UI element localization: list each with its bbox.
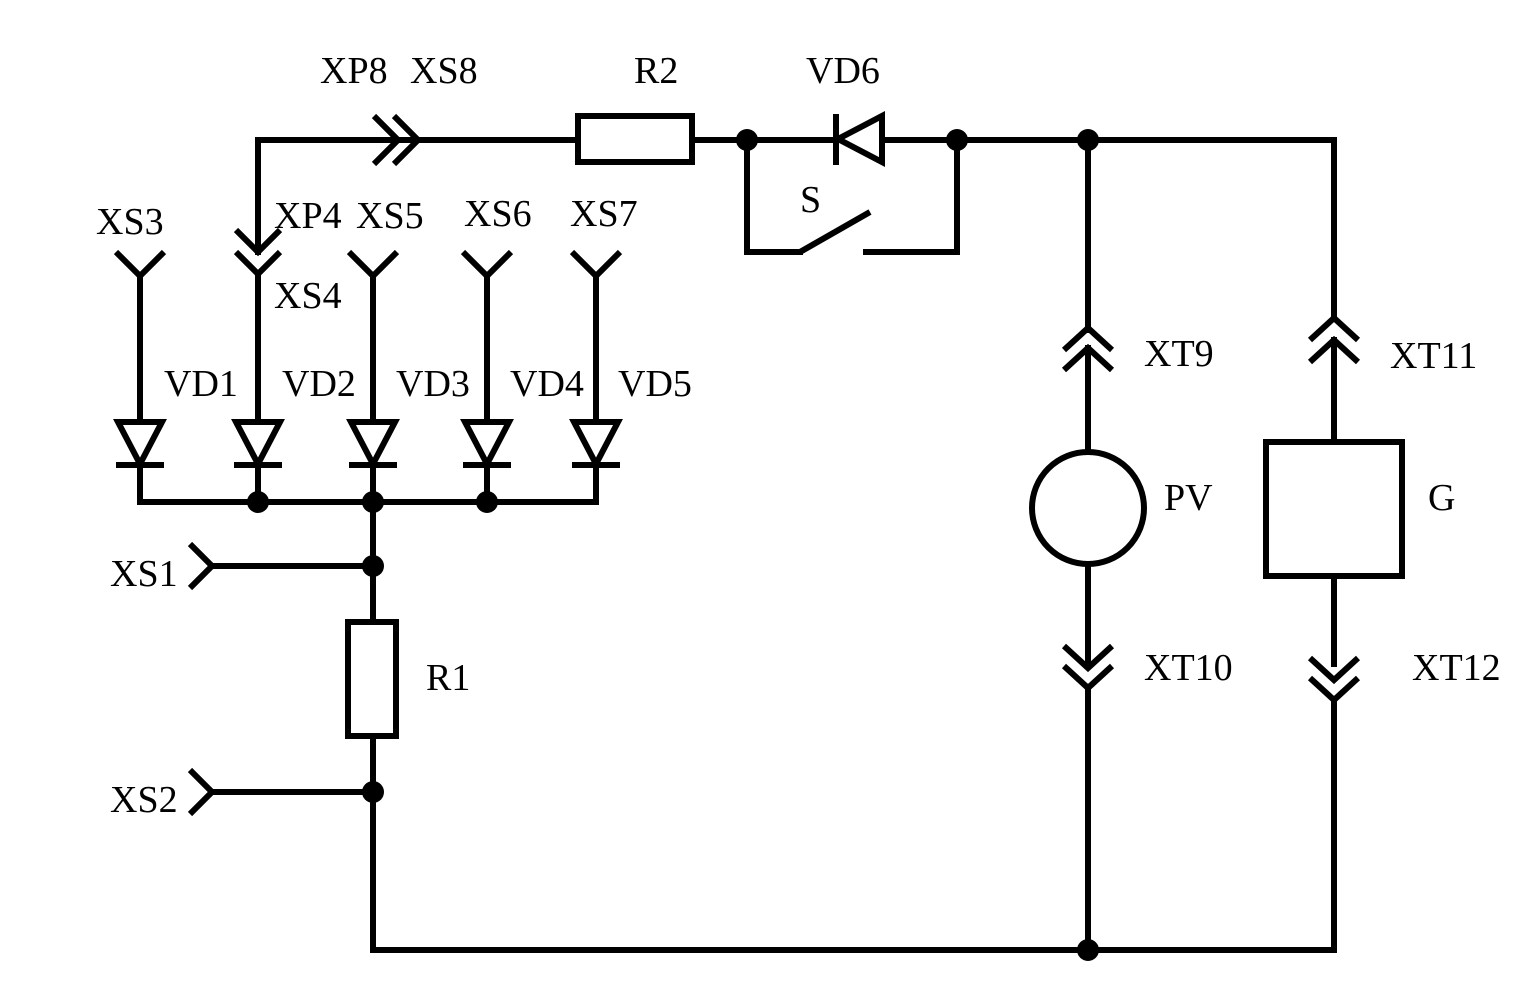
connector-xp8-xs8 (371, 113, 423, 167)
label-xs1: XS1 (110, 553, 178, 595)
label-xt10: XT10 (1144, 647, 1233, 689)
g-branch (1263, 313, 1405, 953)
voltmeter-pv (1029, 449, 1147, 567)
label-xp4: XP4 (274, 195, 342, 237)
label-r2: R2 (634, 50, 678, 92)
resistor-r1 (345, 619, 399, 739)
label-xt12: XT12 (1412, 647, 1501, 689)
label-g: G (1428, 477, 1455, 519)
label-vd5: VD5 (618, 363, 692, 405)
label-vd3: VD3 (396, 363, 470, 405)
label-pv: PV (1164, 477, 1213, 519)
label-xt11: XT11 (1390, 335, 1477, 377)
diode-vd6 (831, 111, 885, 167)
resistor-r2 (575, 113, 695, 165)
label-xs2: XS2 (110, 779, 178, 821)
label-xs3: XS3 (96, 201, 164, 243)
label-vd6: VD6 (806, 50, 880, 92)
switch-s (744, 137, 960, 255)
label-xs8: XS8 (410, 50, 478, 92)
label-s: S (800, 179, 821, 221)
pv-branch (1029, 137, 1147, 953)
label-xt9: XT9 (1144, 333, 1214, 375)
label-xs5: XS5 (356, 195, 424, 237)
junction-dots (247, 129, 1099, 961)
label-xs4: XS4 (274, 275, 342, 317)
label-vd4: VD4 (510, 363, 584, 405)
label-xs6: XS6 (464, 193, 532, 235)
label-xp8: XP8 (320, 50, 388, 92)
generator-g (1263, 439, 1405, 579)
label-vd1: VD1 (164, 363, 238, 405)
label-r1: R1 (426, 657, 470, 699)
label-vd2: VD2 (282, 363, 356, 405)
label-xs7: XS7 (570, 193, 638, 235)
diode-bank (113, 227, 623, 505)
